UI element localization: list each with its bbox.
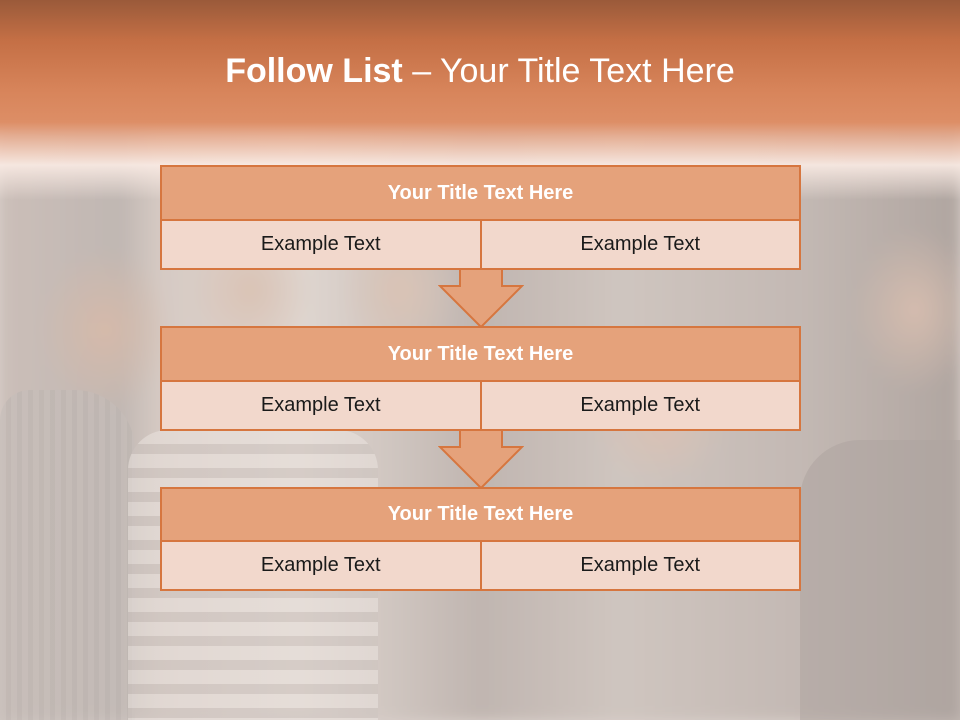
flow-block-2: Your Title Text Here Example Text Exampl… — [160, 326, 801, 431]
down-arrow-icon — [438, 429, 524, 489]
flow-block-cell-right: Example Text — [481, 542, 801, 591]
flow-block-row: Example Text Example Text — [160, 542, 801, 591]
flow-block-cell-left: Example Text — [160, 382, 482, 431]
flow-block-cell-left: Example Text — [160, 221, 482, 270]
flow-block-title: Your Title Text Here — [160, 487, 801, 542]
flow-block-cell-right: Example Text — [481, 382, 801, 431]
flow-block-row: Example Text Example Text — [160, 221, 801, 270]
slide-title-rest: – Your Title Text Here — [412, 52, 735, 90]
flow-block-3: Your Title Text Here Example Text Exampl… — [160, 487, 801, 591]
background-photo-detail — [0, 390, 135, 720]
slide-title-bold: Follow List — [225, 52, 403, 90]
flow-block-row: Example Text Example Text — [160, 382, 801, 431]
flow-block-1: Your Title Text Here Example Text Exampl… — [160, 165, 801, 270]
flow-block-title: Your Title Text Here — [160, 165, 801, 221]
background-photo-detail — [800, 440, 960, 720]
slide-title: Follow List – Your Title Text Here — [0, 52, 960, 91]
flow-block-cell-left: Example Text — [160, 542, 482, 591]
flow-block-cell-right: Example Text — [481, 221, 801, 270]
flow-block-title: Your Title Text Here — [160, 326, 801, 382]
down-arrow-icon — [438, 268, 524, 328]
